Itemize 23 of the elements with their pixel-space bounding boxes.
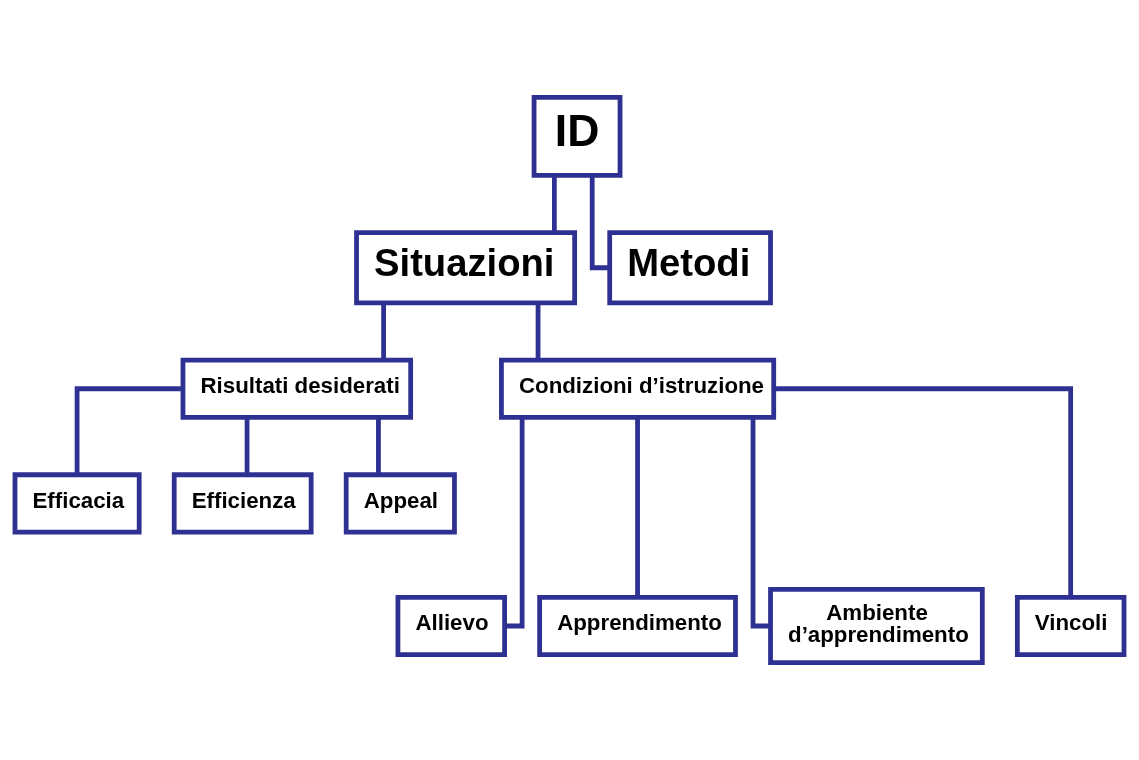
connector [635,417,640,597]
node-box: Apprendimento [537,594,738,658]
node-box: ID [531,95,623,178]
connector [750,417,771,629]
connector [505,417,525,629]
connector [535,303,541,360]
connector [381,303,386,360]
connector [244,417,250,475]
node-box: Condizioni d’istruzione [499,357,777,420]
node-box: Appeal [343,472,457,535]
node-box: Efficienza [171,472,314,535]
node-box: Efficacia [12,472,142,535]
node-box: Metodi [607,230,773,306]
connector [552,175,557,233]
node-box: Risultati desiderati [180,357,414,420]
node-box: Allievo [395,594,507,658]
connector [376,417,381,475]
node-box: Vincoli [1014,594,1127,658]
node-box: Situazioni [354,230,578,306]
connector [74,386,183,475]
connector [589,175,610,271]
connector [774,386,1074,597]
node-box: Ambiente d’apprendimento [768,587,985,665]
